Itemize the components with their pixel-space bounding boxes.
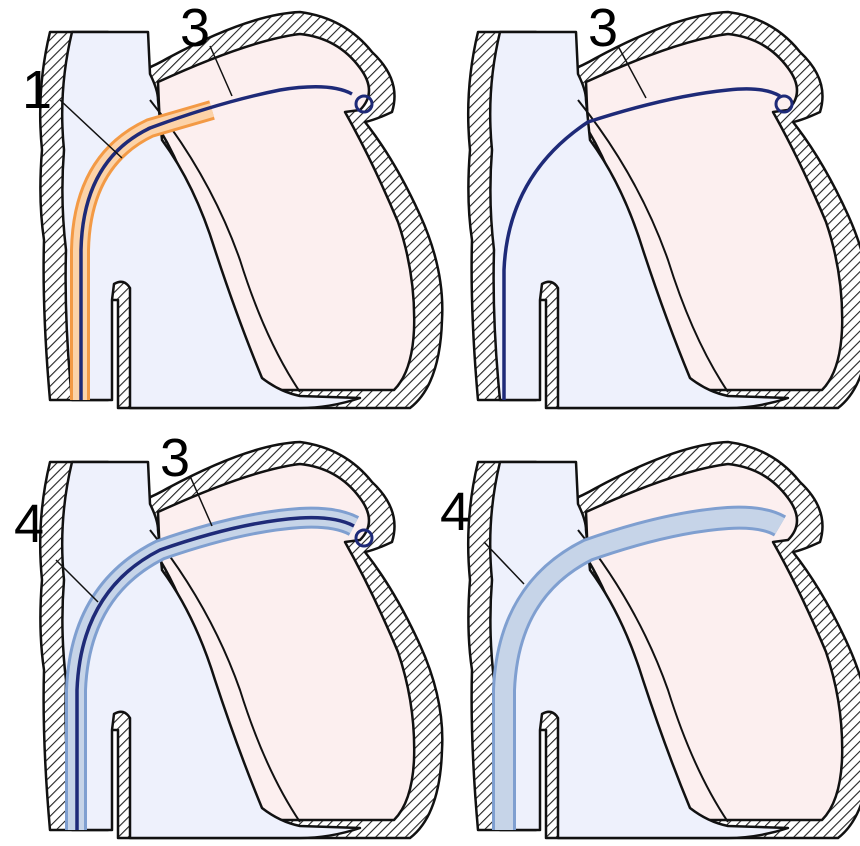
label-4: 4	[440, 482, 470, 542]
label-3: 3	[180, 0, 210, 58]
label-1: 1	[22, 60, 52, 120]
panel-bottom-left: 4 3	[14, 428, 442, 838]
label-3: 3	[160, 428, 190, 488]
label-3: 3	[588, 0, 618, 58]
panel-bottom-right: 4	[440, 442, 860, 838]
panel-top-left: 1 3	[22, 0, 442, 408]
label-4: 4	[14, 494, 44, 554]
panel-top-right: 3	[468, 0, 860, 408]
